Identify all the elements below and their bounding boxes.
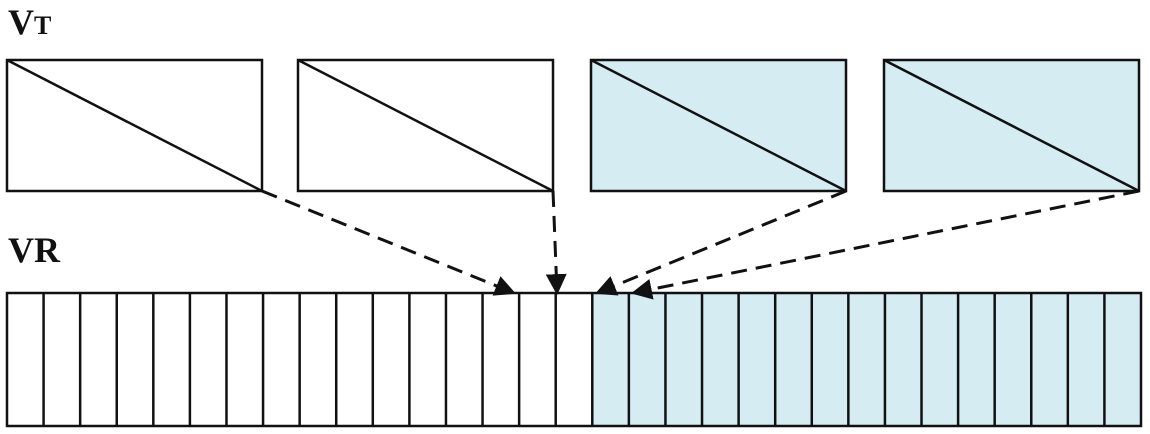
vt-block xyxy=(296,58,555,193)
mapping-arrow xyxy=(261,189,516,296)
vt-block xyxy=(5,58,264,193)
arrow-group xyxy=(261,189,1140,300)
vt-block-diagonal xyxy=(883,58,1140,193)
vr-strip-filled-area xyxy=(592,293,1141,426)
vt-label: VT xyxy=(8,2,52,42)
vr-strip-border xyxy=(5,291,1143,428)
vt-block-diagonal xyxy=(590,58,847,193)
vt-block-row xyxy=(5,58,1141,193)
mapping-arrow xyxy=(595,189,847,296)
mapping-arrow xyxy=(630,189,1140,300)
vr-label: VR xyxy=(8,230,60,270)
vt-block xyxy=(589,58,848,193)
vt-block xyxy=(882,58,1141,193)
mapping-arrow xyxy=(545,190,567,296)
vr-strip xyxy=(5,291,1143,428)
vt-block-diagonal xyxy=(6,58,263,193)
vt-block-diagonal xyxy=(297,58,554,193)
